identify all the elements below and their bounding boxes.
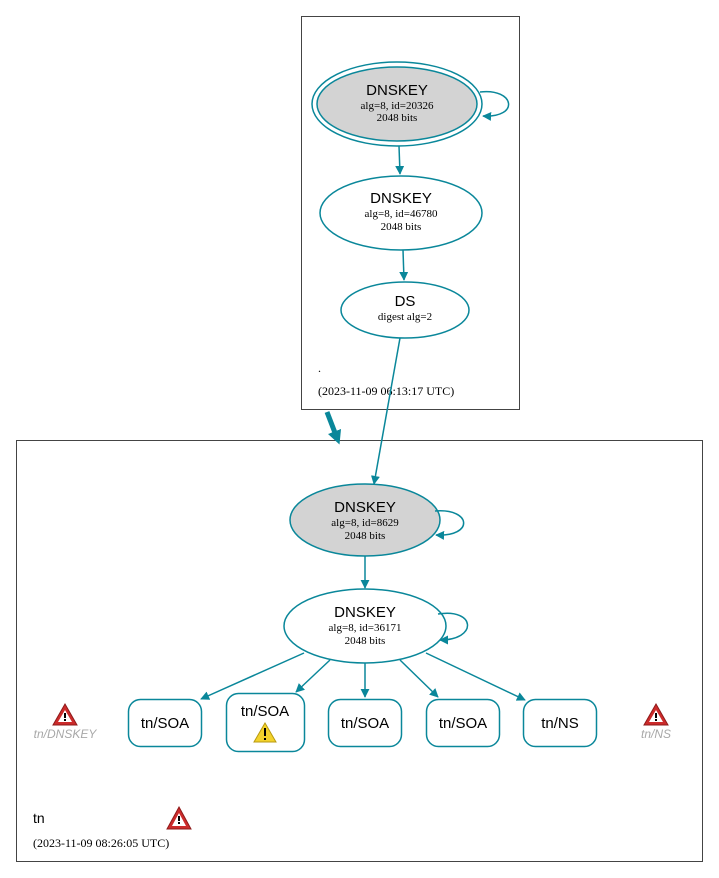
tn-zsk-node: DNSKEY alg=8, id=36171 2048 bits <box>283 588 447 664</box>
tn-zsk-to-soa1-edge <box>200 652 305 700</box>
root-zone-timestamp: (2023-11-09 06:13:17 UTC) <box>318 384 454 398</box>
root-zsk-to-ds-edge <box>399 249 409 281</box>
root-ksk-title: DNSKEY <box>366 82 428 99</box>
record-label: tn/NS <box>541 715 579 732</box>
tn-ksk-self-edge <box>434 510 465 540</box>
error-icon <box>643 702 669 726</box>
root-ksk-self-edge <box>479 90 510 121</box>
root-zsk-line2: 2048 bits <box>381 221 422 233</box>
record-label: tn/SOA <box>341 715 389 732</box>
root-ksk-to-zsk-edge <box>395 145 405 175</box>
tn-zsk-to-soa2-edge <box>295 659 331 693</box>
root-zone-box <box>301 16 520 410</box>
missing-dnskey-label: tn/DNSKEY <box>34 727 98 741</box>
tn-soa-record-3: tn/SOA <box>327 698 403 748</box>
tn-ksk-line1: alg=8, id=8629 <box>331 517 399 529</box>
root-ksk-line1: alg=8, id=20326 <box>361 100 434 112</box>
root-zsk-title: DNSKEY <box>370 190 432 207</box>
error-icon <box>52 702 78 726</box>
tn-zsk-to-ns-edge <box>425 652 526 701</box>
tn-ksk-line2: 2048 bits <box>345 530 386 542</box>
ds-to-tn-ksk-edge <box>370 337 401 485</box>
tn-dnskey-error-node: tn/DNSKEY <box>34 702 98 741</box>
tn-zone-box <box>16 440 703 862</box>
root-zone-name: . <box>318 361 321 375</box>
root-ds-line1: digest alg=2 <box>378 311 432 323</box>
missing-ns-label: tn/NS <box>641 727 671 741</box>
root-ksk-line2: 2048 bits <box>377 112 418 124</box>
delegation-edge <box>324 411 342 445</box>
tn-zsk-title: DNSKEY <box>334 604 396 621</box>
record-label: tn/SOA <box>141 715 189 732</box>
tn-zsk-line2: 2048 bits <box>345 635 386 647</box>
tn-ksk-node: DNSKEY alg=8, id=8629 2048 bits <box>289 483 441 557</box>
record-label: tn/SOA <box>439 715 487 732</box>
root-zsk-line1: alg=8, id=46780 <box>365 208 438 220</box>
tn-ksk-title: DNSKEY <box>334 499 396 516</box>
tn-ns-record: tn/NS <box>522 698 598 748</box>
tn-zsk-to-soa4-edge <box>399 659 439 698</box>
tn-zone-error-icon <box>166 805 192 830</box>
tn-soa-record-2: tn/SOA <box>225 692 306 753</box>
tn-soa-record-4: tn/SOA <box>425 698 501 748</box>
warning-icon <box>253 722 277 743</box>
tn-ns-error-node: tn/NS <box>641 702 671 741</box>
tn-zone-name: tn <box>33 810 45 826</box>
tn-soa-record-1: tn/SOA <box>127 698 203 748</box>
tn-zsk-self-edge <box>437 612 469 645</box>
root-ksk-node: DNSKEY alg=8, id=20326 2048 bits <box>311 61 483 147</box>
tn-zone-timestamp: (2023-11-09 08:26:05 UTC) <box>33 836 169 850</box>
root-ds-title: DS <box>395 293 416 310</box>
root-ds-node: DS digest alg=2 <box>340 281 470 339</box>
root-zsk-node: DNSKEY alg=8, id=46780 2048 bits <box>319 175 483 251</box>
record-label: tn/SOA <box>241 703 289 720</box>
tn-zsk-line1: alg=8, id=36171 <box>329 622 402 634</box>
